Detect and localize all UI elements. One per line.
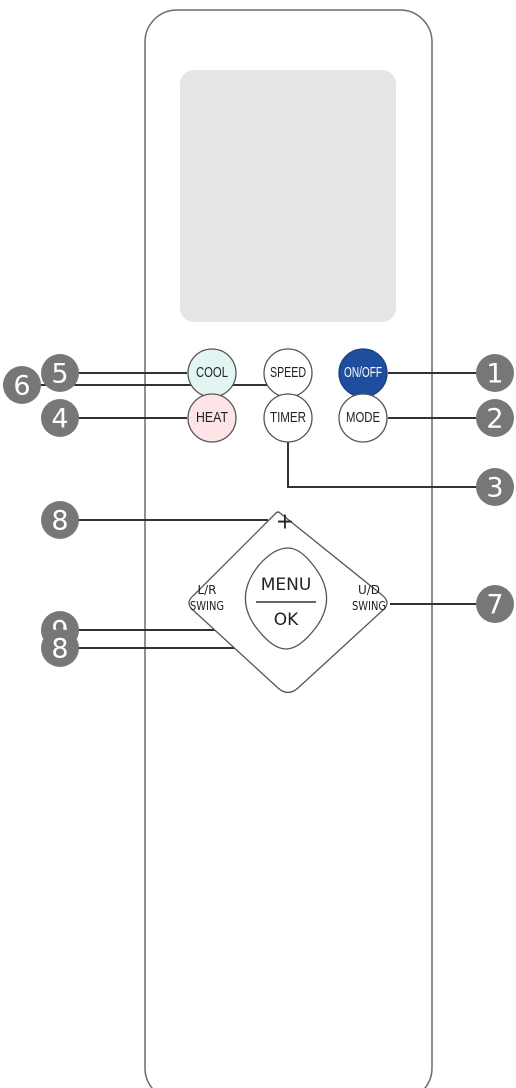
callout-badge-3: 3: [476, 468, 514, 506]
lr-swing-label-top: L/R: [197, 583, 216, 597]
callout-badge-8-bottom: 8: [41, 629, 79, 667]
callout-badge-6: 6: [3, 366, 41, 404]
timer-button[interactable]: TIMER: [263, 393, 313, 443]
timer-button-label: TIMER: [270, 410, 306, 426]
callout-badge-7: 7: [476, 585, 514, 623]
mode-button[interactable]: MODE: [338, 393, 388, 443]
callout-number: 5: [51, 359, 68, 390]
callout-badge-5: 5: [41, 354, 79, 392]
ud-swing-label-bottom: SWING: [352, 599, 386, 613]
callout-badge-4: 4: [41, 399, 79, 437]
ok-label: OK: [274, 610, 299, 630]
on-off-button[interactable]: ON/OFF: [338, 348, 388, 398]
callout-badge-2: 2: [476, 399, 514, 437]
callout-badge-8-top: 8: [41, 501, 79, 539]
callout-number: 6: [13, 371, 30, 402]
heat-button-label: HEAT: [196, 410, 228, 426]
menu-label: MENU: [261, 575, 312, 595]
menu-ok-outline: [244, 547, 328, 650]
callout-badge-1: 1: [476, 354, 514, 392]
ud-swing-button[interactable]: U/D SWING: [352, 583, 386, 613]
callout-line-timer: [287, 441, 478, 488]
cool-button-label: COOL: [196, 365, 228, 381]
callout-number: 4: [51, 404, 68, 435]
plus-button[interactable]: +: [276, 510, 294, 535]
speed-button[interactable]: SPEED: [263, 348, 313, 398]
lr-swing-button[interactable]: L/R SWING: [190, 583, 224, 613]
callout-number: 8: [51, 634, 68, 665]
callout-number: 7: [486, 590, 503, 621]
mode-button-label: MODE: [346, 410, 380, 426]
menu-ok-button[interactable]: MENU OK: [244, 547, 328, 650]
on-off-button-label: ON/OFF: [344, 365, 382, 381]
callout-number: 1: [486, 359, 503, 390]
heat-button[interactable]: HEAT: [187, 393, 237, 443]
speed-button-label: SPEED: [270, 365, 306, 381]
lr-swing-label-bottom: SWING: [190, 599, 224, 613]
callout-number: 2: [486, 404, 503, 435]
callout-number: 8: [51, 506, 68, 537]
callout-number: 3: [486, 473, 503, 504]
display-screen: [180, 70, 396, 322]
cool-button[interactable]: COOL: [187, 348, 237, 398]
ud-swing-label-top: U/D: [358, 583, 380, 597]
